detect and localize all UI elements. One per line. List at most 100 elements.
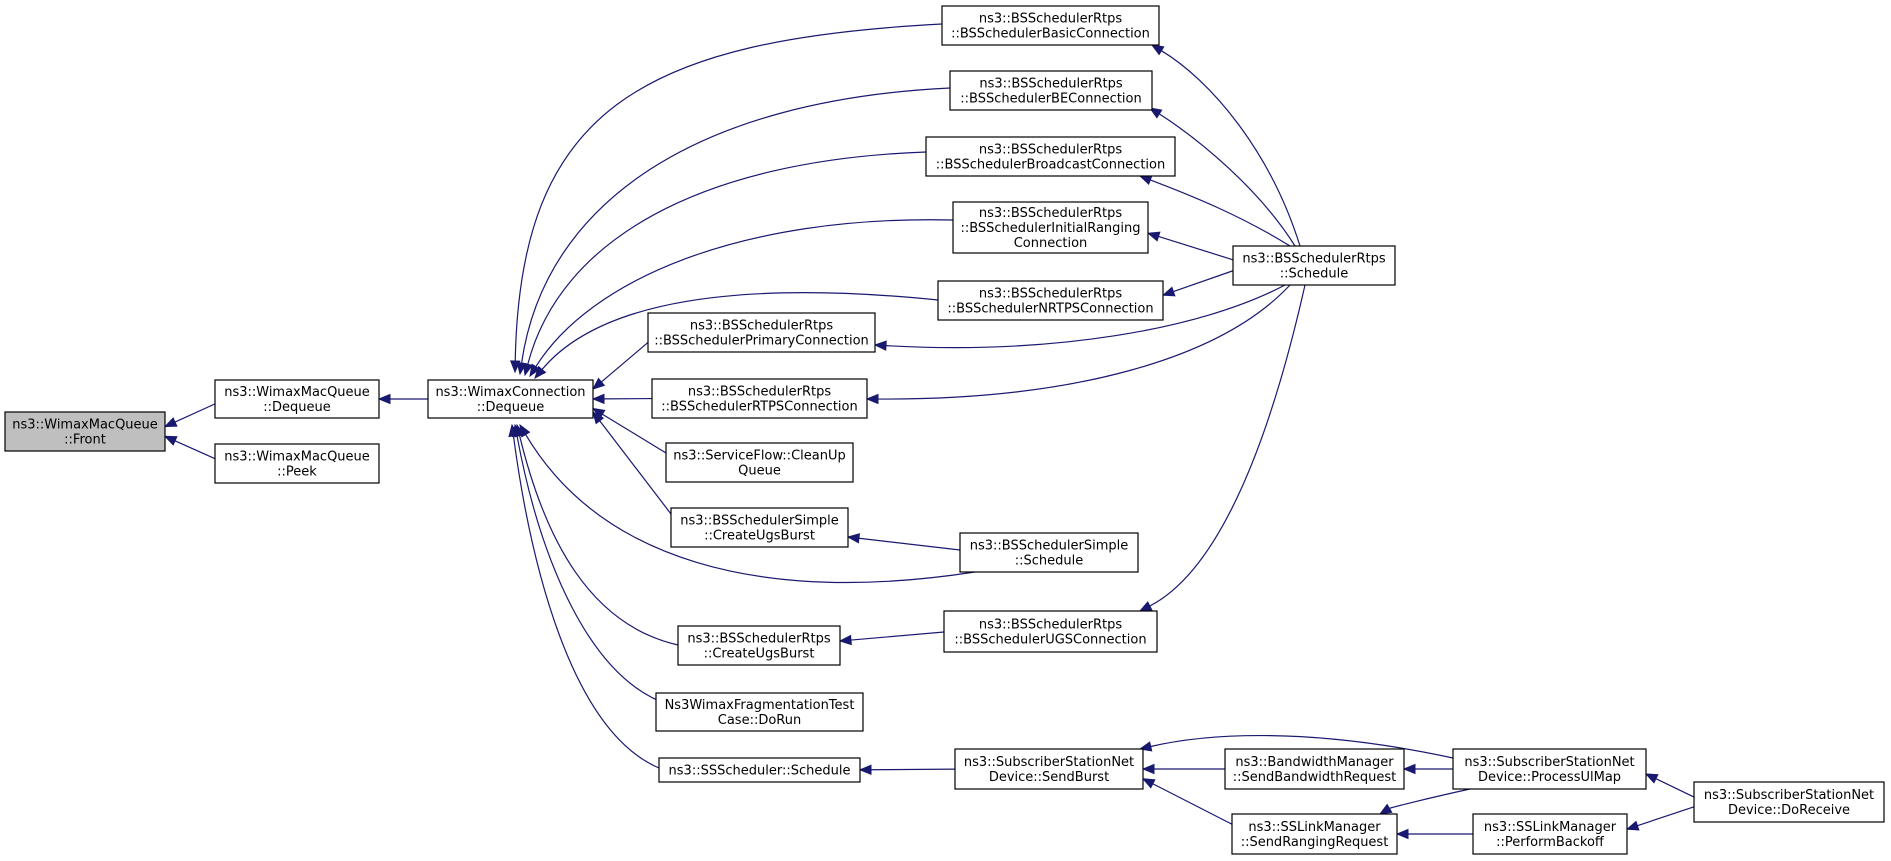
node-broadcast[interactable]: ns3::BSSchedulerRtps::BSSchedulerBroadca… xyxy=(925,136,1176,177)
edge-rtps_schedule-to-initial xyxy=(1146,231,1234,261)
node-box xyxy=(1231,813,1398,855)
edge-cleanup-to-dequeue_c xyxy=(591,407,667,454)
node-label-line: ns3::BSSchedulerRtps xyxy=(979,618,1122,633)
node-backoff[interactable]: ns3::SSLinkManager::PerformBackoff xyxy=(1472,813,1628,855)
node-box xyxy=(954,748,1144,790)
node-simple-schedule[interactable]: ns3::BSSchedulerSimple::Schedule xyxy=(959,532,1139,573)
edge-frag-to-dequeue_c xyxy=(511,423,671,706)
node-front[interactable]: ns3::WimaxMacQueue::Front xyxy=(4,411,166,452)
node-label-line: ::CreateUgsBurst xyxy=(704,647,815,662)
node-label-line: ns3::BSSchedulerRtps xyxy=(687,632,830,647)
node-label-line: ::BSSchedulerRTPSConnection xyxy=(661,400,857,415)
edge-doreceive-to-processulmap xyxy=(1644,773,1695,798)
node-ugs-conn[interactable]: ns3::BSSchedulerRtps::BSSchedulerUGSConn… xyxy=(943,610,1158,653)
node-label-line: ::SendBandwidthRequest xyxy=(1233,770,1397,785)
node-primary[interactable]: ns3::BSSchedulerRtps::BSSchedulerPrimary… xyxy=(647,312,876,353)
node-label-line: ns3::SubscriberStationNet xyxy=(1704,788,1874,803)
node-label-line: ::PerformBackoff xyxy=(1496,835,1605,850)
node-box xyxy=(1693,781,1885,823)
node-label-line: ns3::BSSchedulerSimple xyxy=(680,514,838,529)
edge-rtps_ugsburst-to-dequeue_c xyxy=(514,423,679,646)
node-doreceive[interactable]: ns3::SubscriberStationNetDevice::DoRecei… xyxy=(1693,781,1885,823)
node-label-line: ns3::SSLinkManager xyxy=(1248,820,1381,835)
node-label-line: ns3::BSSchedulerRtps xyxy=(979,143,1122,158)
node-label-line: ::Dequeue xyxy=(263,400,331,415)
node-label-line: ns3::BSSchedulerSimple xyxy=(970,539,1128,554)
edge-rtps_schedule-to-be xyxy=(1148,107,1296,247)
node-label-line: ns3::BSSchedulerRtps xyxy=(690,319,833,334)
node-label-line: ::Front xyxy=(64,433,106,448)
edge-rtps_schedule-to-rtps xyxy=(865,284,1291,405)
node-label-line: Device::DoReceive xyxy=(1728,803,1850,818)
node-bw-req[interactable]: ns3::BandwidthManager::SendBandwidthRequ… xyxy=(1224,748,1405,790)
node-be[interactable]: ns3::BSSchedulerRtps::BSSchedulerBEConne… xyxy=(949,70,1153,111)
edge-dequeue_q-to-front xyxy=(163,403,216,428)
edge-ugs_conn-to-rtps_ugsburst xyxy=(838,631,945,646)
node-ss-schedule[interactable]: ns3::SSScheduler::Schedule xyxy=(658,757,861,783)
edge-rtps_schedule-to-basic xyxy=(1150,44,1301,247)
node-box xyxy=(1472,813,1628,855)
node-processulmap[interactable]: ns3::SubscriberStationNetDevice::Process… xyxy=(1452,748,1647,790)
edge-rtps_schedule-to-broadcast xyxy=(1138,175,1291,247)
node-label-line: ::BSSchedulerBroadcastConnection xyxy=(936,158,1165,173)
edge-rtps-to-dequeue_c xyxy=(591,393,653,405)
node-label-line: ::BSSchedulerBasicConnection xyxy=(951,27,1150,42)
node-label-line: Device::ProcessUlMap xyxy=(1478,770,1621,785)
node-box xyxy=(427,379,594,419)
node-label-line: ::BSSchedulerPrimaryConnection xyxy=(654,334,869,349)
node-label-line: ns3::WimaxConnection xyxy=(435,385,585,400)
node-dequeue-c[interactable]: ns3::WimaxConnection::Dequeue xyxy=(427,379,594,419)
node-box xyxy=(949,70,1153,111)
node-simple-ugs[interactable]: ns3::BSSchedulerSimple::CreateUgsBurst xyxy=(670,507,849,548)
edge-simple_schedule-to-simple_ugs xyxy=(846,533,961,551)
edge-bw_req-to-sendburst xyxy=(1141,763,1225,775)
edge-processulmap-to-ranging xyxy=(1378,788,1471,815)
edge-peek-to-front xyxy=(163,435,216,460)
node-rtps-schedule[interactable]: ns3::BSSchedulerRtps::Schedule xyxy=(1232,245,1396,286)
node-label-line: ns3::BSSchedulerRtps xyxy=(1242,252,1385,267)
node-label-line: ::BSSchedulerNRTPSConnection xyxy=(947,302,1153,317)
node-label-line: ::BSSchedulerInitialRanging xyxy=(960,221,1140,236)
node-label-line: Ns3WimaxFragmentationTest xyxy=(665,698,855,713)
node-label-line: ns3::BSSchedulerRtps xyxy=(688,385,831,400)
node-box xyxy=(4,411,166,452)
node-initial[interactable]: ns3::BSSchedulerRtps::BSSchedulerInitial… xyxy=(952,201,1149,254)
node-basic[interactable]: ns3::BSSchedulerRtps::BSSchedulerBasicCo… xyxy=(941,5,1160,46)
edge-rtps_schedule-to-nrtps xyxy=(1161,270,1234,297)
node-label-line: ::BSSchedulerBEConnection xyxy=(960,92,1141,107)
node-sendburst[interactable]: ns3::SubscriberStationNetDevice::SendBur… xyxy=(954,748,1144,790)
node-box xyxy=(665,442,854,483)
node-label-line: ns3::BSSchedulerRtps xyxy=(979,12,1122,27)
node-label-line: ns3::SSLinkManager xyxy=(1484,820,1617,835)
node-rtps-ugsburst[interactable]: ns3::BSSchedulerRtps::CreateUgsBurst xyxy=(677,625,841,666)
node-label-line: ns3::ServiceFlow::CleanUp xyxy=(673,449,845,464)
node-ranging[interactable]: ns3::SSLinkManager::SendRangingRequest xyxy=(1231,813,1398,855)
node-box xyxy=(670,507,849,548)
node-label-line: ns3::SubscriberStationNet xyxy=(1464,755,1634,770)
edge-ranging-to-sendburst xyxy=(1141,778,1233,825)
edge-dequeue_c-to-dequeue_q xyxy=(377,393,428,405)
node-box xyxy=(937,280,1164,321)
node-peek[interactable]: ns3::WimaxMacQueue::Peek xyxy=(214,443,380,484)
node-label-line: ns3::WimaxMacQueue xyxy=(12,418,158,433)
node-label-line: ns3::BandwidthManager xyxy=(1235,755,1394,770)
node-box xyxy=(925,136,1176,177)
edge-broadcast-to-dequeue_c xyxy=(522,151,927,377)
node-label-line: ns3::SubscriberStationNet xyxy=(964,755,1134,770)
node-rtps[interactable]: ns3::BSSchedulerRtps::BSSchedulerRTPSCon… xyxy=(651,378,868,419)
edge-rtps_schedule-to-ugs_conn xyxy=(1138,284,1306,612)
edge-doreceive-to-backoff xyxy=(1625,806,1695,831)
edge-nrtps-to-dequeue_c xyxy=(534,292,939,380)
node-label-line: ::Schedule xyxy=(1280,267,1349,282)
edge-initial-to-dequeue_c xyxy=(529,219,954,378)
node-label-line: Case::DoRun xyxy=(718,713,801,728)
edge-primary-to-dequeue_c xyxy=(591,342,649,390)
node-box xyxy=(214,443,380,484)
node-dequeue-q[interactable]: ns3::WimaxMacQueue::Dequeue xyxy=(214,379,380,419)
node-label-line: ::SendRangingRequest xyxy=(1241,835,1389,850)
node-nrtps[interactable]: ns3::BSSchedulerRtps::BSSchedulerNRTPSCo… xyxy=(937,280,1164,321)
node-box xyxy=(655,692,864,732)
